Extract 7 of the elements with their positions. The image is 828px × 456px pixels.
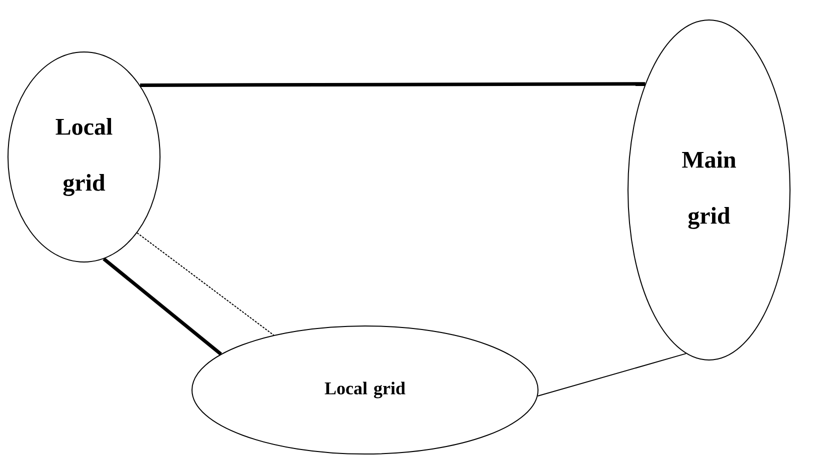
connector-line xyxy=(537,353,687,397)
connector-line xyxy=(136,232,274,336)
ellipse-node: Local grid xyxy=(8,52,160,262)
ellipse-node: Main grid xyxy=(628,20,790,360)
connector-line xyxy=(140,82,646,87)
ellipse-node: Local grid xyxy=(192,326,538,454)
connector-line xyxy=(102,258,222,356)
